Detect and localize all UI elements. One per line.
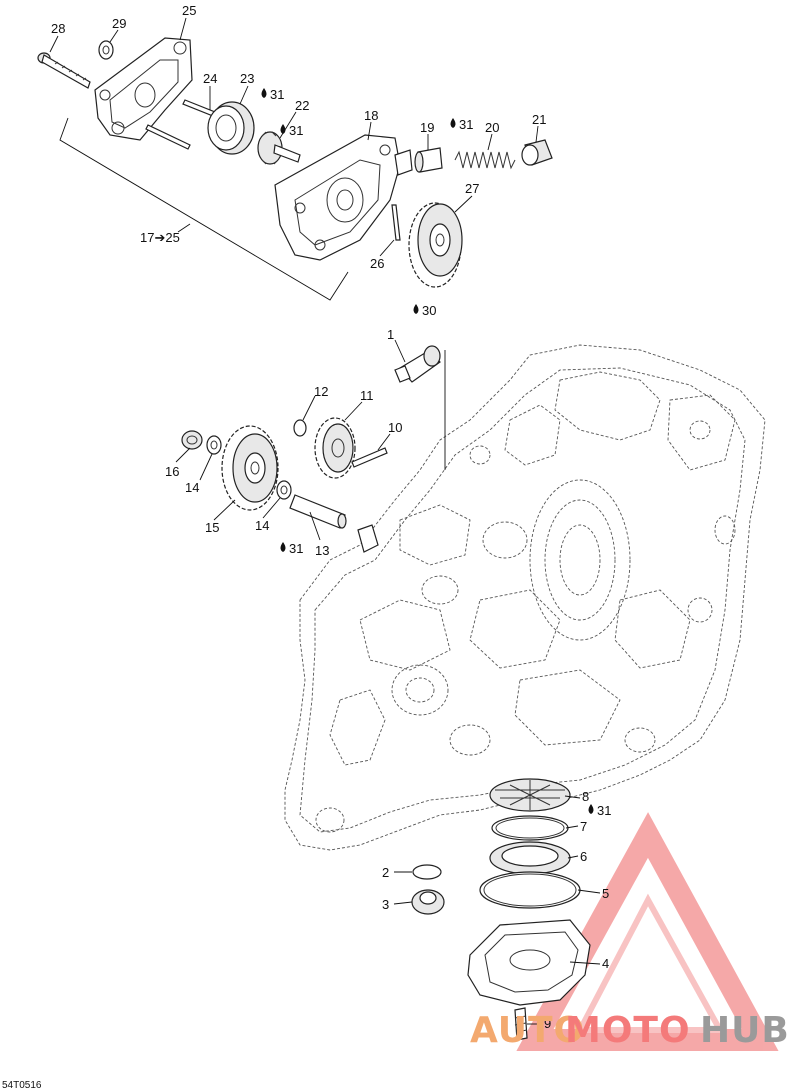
part-5-o-ring: [479, 871, 581, 909]
part-28-bolt: [37, 52, 91, 89]
callout-29: 29: [112, 16, 126, 31]
part-16-bushing: [181, 430, 203, 450]
callout-1: 1: [387, 327, 394, 342]
part-9-bolt: [514, 1007, 528, 1041]
callout-24: 24: [203, 71, 217, 86]
diagram-code: 54T0516: [2, 1080, 42, 1091]
part-15-gear: [221, 425, 279, 511]
callout-14-left: 14: [185, 480, 199, 495]
part-12-circlip: [293, 419, 307, 437]
callout-28: 28: [51, 21, 65, 36]
part-25-pump-cover: [94, 37, 193, 141]
callout-26: 26: [370, 256, 384, 271]
watermark-moto: MOTO: [565, 1010, 691, 1051]
part-21-plug: [521, 139, 553, 166]
part-8-strainer: [489, 778, 571, 812]
crankcase: [284, 344, 766, 851]
part-10-pin: [351, 447, 388, 468]
part-4-cover: [467, 919, 591, 1006]
callout-7: 7: [580, 819, 587, 834]
callout-9: 9: [544, 1016, 551, 1031]
lubricant-ref-31-c: 31: [459, 117, 473, 132]
callout-22: 22: [295, 98, 309, 113]
oil-drop-icon: [261, 88, 594, 814]
part-22-inner-rotor: [257, 131, 301, 165]
callout-18: 18: [364, 108, 378, 123]
lubricant-ref-30: 30: [422, 303, 436, 318]
lubricant-ref-31-a: 31: [270, 87, 284, 102]
part-18-pump-housing: [274, 134, 413, 261]
callout-25: 25: [182, 3, 196, 18]
watermark-auto: AUTO: [470, 1010, 585, 1051]
callout-6: 6: [580, 849, 587, 864]
callout-13: 13: [315, 543, 329, 558]
callout-15: 15: [205, 520, 219, 535]
lubricant-ref-31-b: 31: [289, 123, 303, 138]
part-23-outer-rotor: [207, 101, 255, 155]
lubricant-ref-31-e: 31: [597, 803, 611, 818]
part-27-gear: [408, 202, 463, 288]
part-11-gear: [314, 417, 356, 479]
part-20-spring: [454, 150, 516, 170]
part-6-plate: [489, 841, 571, 875]
callout-19: 19: [420, 120, 434, 135]
lubricant-ref-31-d: 31: [289, 541, 303, 556]
watermark-logo: [516, 812, 779, 1051]
part-2-ring: [412, 864, 442, 880]
callout-labels: 28 29 25 24 23 22 18 19 20 21 27 26 17➔2…: [51, 3, 609, 1031]
part-7-gasket: [491, 815, 569, 841]
callout-8: 8: [582, 789, 589, 804]
callout-27: 27: [465, 181, 479, 196]
callout-11: 11: [360, 388, 374, 403]
part-19-valve-piston: [414, 147, 443, 173]
callout-14-right: 14: [255, 518, 269, 533]
part-1-sensor: [394, 345, 446, 470]
callout-4: 4: [602, 956, 609, 971]
callout-12: 12: [314, 384, 328, 399]
part-26-pin: [391, 204, 401, 241]
callout-23: 23: [240, 71, 254, 86]
group-bracket-17-25: [59, 117, 349, 301]
part-29-washer: [98, 40, 114, 60]
leader-lines: [49, 17, 601, 1025]
watermark-text: AUTO MOTO HUB: [470, 1010, 790, 1051]
part-14-washer-right: [276, 480, 292, 500]
callout-5: 5: [602, 886, 609, 901]
watermark-hub: HUB: [700, 1010, 790, 1051]
part-13-shaft: [289, 494, 347, 529]
callout-20: 20: [485, 120, 499, 135]
callout-16: 16: [165, 464, 179, 479]
callout-3: 3: [382, 897, 389, 912]
part-14-washer-left: [206, 435, 222, 455]
callout-17-25: 17➔25: [140, 230, 180, 245]
callout-21: 21: [532, 112, 546, 127]
callout-2: 2: [382, 865, 389, 880]
lubricant-refs: 30 31 31 31 31 31: [270, 87, 611, 818]
part-seal-ring: [357, 524, 379, 553]
callout-10: 10: [388, 420, 402, 435]
part-3-plug: [411, 889, 445, 915]
